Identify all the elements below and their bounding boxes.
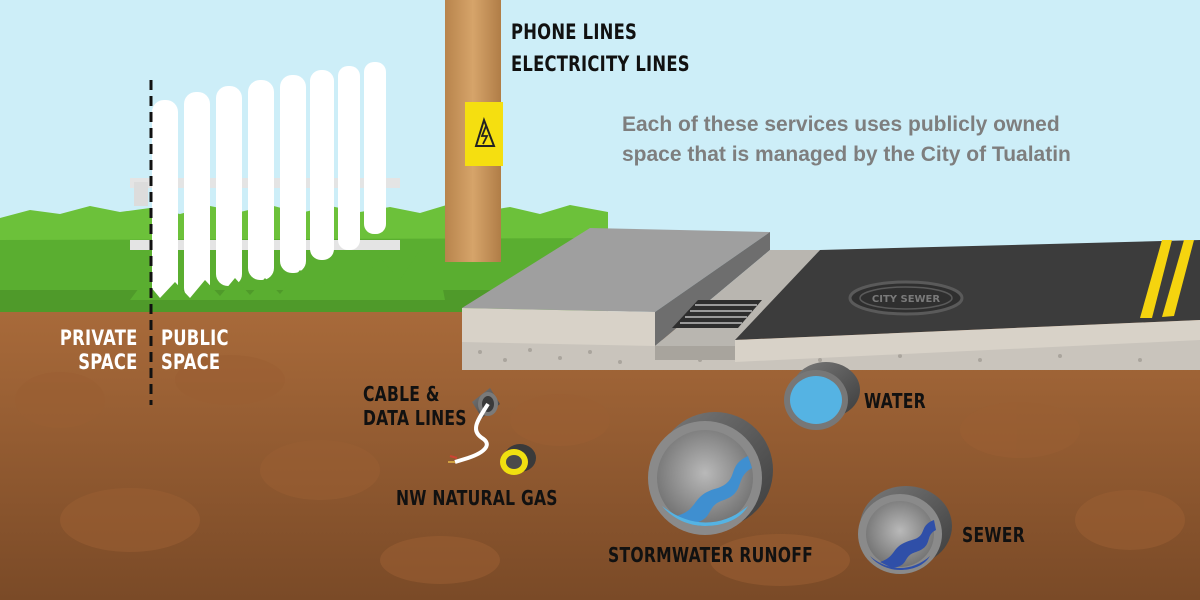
- road: [735, 240, 1200, 362]
- cable-data-pipe: [448, 388, 500, 464]
- natural-gas-label: NW NATURAL GAS: [396, 486, 558, 510]
- public-space-line-1: PUBLIC: [161, 326, 229, 350]
- soil-texture: [15, 355, 1185, 586]
- caption-text: Each of these services uses publicly own…: [622, 113, 1071, 166]
- grass-front: [130, 250, 445, 300]
- water-label: WATER: [864, 389, 926, 413]
- public-space-label: PUBLIC SPACE: [161, 326, 229, 374]
- public-space-line-2: SPACE: [161, 350, 221, 374]
- sewer-pipe: [858, 486, 952, 574]
- natural-gas-pipe: [500, 444, 536, 475]
- private-space-line-2: SPACE: [78, 350, 138, 374]
- stormwater-runoff-label: STORMWATER RUNOFF: [608, 543, 814, 567]
- private-space-line-1: PRIVATE: [60, 326, 138, 350]
- cable-data-lines-label: CABLE & DATA LINES: [363, 382, 467, 430]
- water-pipe: [784, 362, 860, 430]
- storm-drain-grate: [672, 300, 762, 328]
- manhole-cover: CITY SEWER: [848, 280, 964, 316]
- electricity-lines-label: ELECTRICITY LINES: [511, 52, 690, 76]
- cable-data-line-1: CABLE &: [363, 382, 440, 406]
- white-picket-fence: [130, 62, 400, 300]
- private-space-label: PRIVATE SPACE: [60, 326, 138, 374]
- stormwater-pipe: [648, 412, 773, 535]
- sewer-label: SEWER: [962, 523, 1025, 547]
- phone-lines-label: PHONE LINES: [511, 20, 638, 44]
- high-voltage-icon: [465, 102, 503, 166]
- manhole-label: CITY SEWER: [872, 294, 940, 305]
- cable-data-line-2: DATA LINES: [363, 406, 467, 430]
